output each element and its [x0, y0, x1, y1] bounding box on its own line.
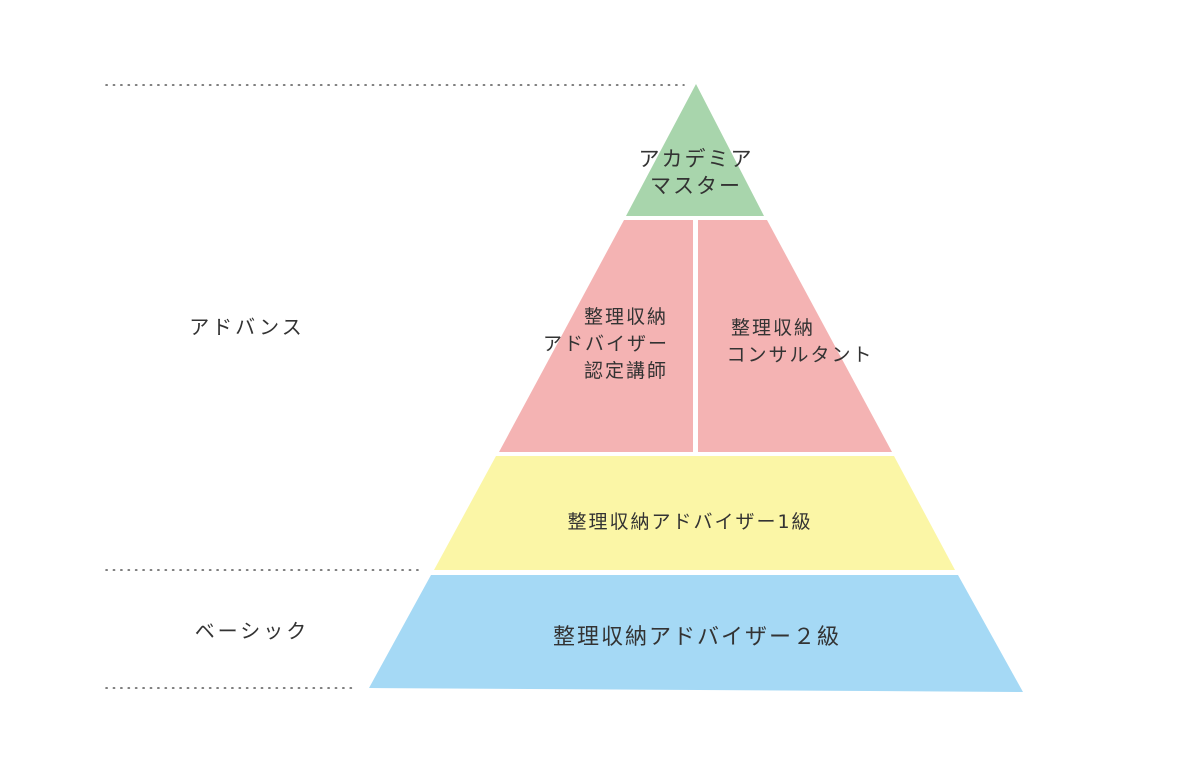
- consultant-label-line2: コンサルタント: [726, 344, 873, 366]
- instructor-label-line1: 整理収納: [584, 306, 668, 328]
- advance-level-label: アドバンス: [189, 315, 305, 339]
- academia-master-label-line2: マスター: [650, 174, 742, 198]
- tier-advisor-grade1: [434, 456, 955, 570]
- tier-consultant: [698, 220, 892, 452]
- advisor-grade1-label: 整理収納アドバイザー1級: [567, 511, 812, 533]
- tier-certified-instructor: [499, 220, 693, 452]
- basic-level-label: ベーシック: [195, 619, 310, 643]
- consultant-label-line1: 整理収納: [731, 317, 815, 339]
- instructor-label-line3: 認定講師: [584, 360, 668, 382]
- instructor-label-line2: アドバイザー: [543, 333, 669, 355]
- tier-academia-master: [626, 84, 764, 216]
- academia-master-label-line1: アカデミア: [639, 147, 754, 171]
- tier-advisor-grade2: [369, 575, 1023, 692]
- advisor-grade2-label: 整理収納アドバイザー２級: [553, 625, 841, 650]
